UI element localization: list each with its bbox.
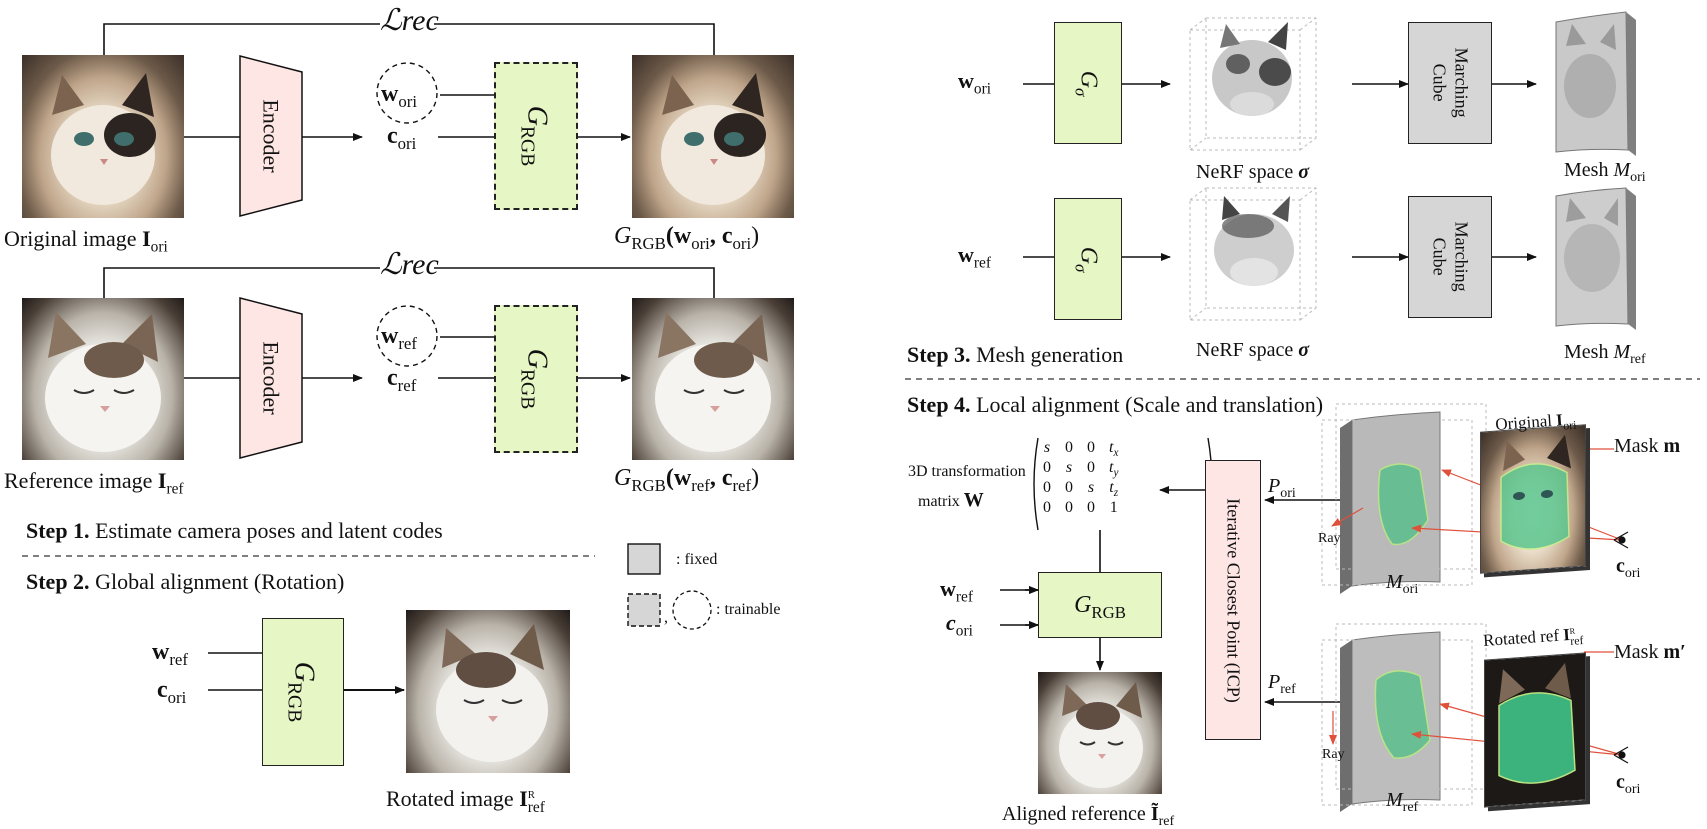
loss-bracket-top bbox=[103, 23, 715, 55]
nerf-cloud-bottom bbox=[1214, 196, 1294, 286]
step2-c-ori: cori bbox=[157, 677, 187, 707]
reference-cat-image bbox=[22, 298, 184, 460]
loss-label-bottom: ℒrec bbox=[380, 248, 439, 281]
original-masked-image bbox=[1480, 424, 1586, 574]
matrix-cell: 0 bbox=[1065, 439, 1073, 456]
m-ref-label: Mref bbox=[1386, 789, 1419, 815]
matrix-cell: 0 bbox=[1065, 479, 1073, 496]
g-rgb-trainable-top: GRGB bbox=[494, 62, 578, 210]
mask-label-bottom: Mask m′ bbox=[1614, 641, 1686, 663]
legend-comma: , bbox=[664, 609, 668, 626]
matrix-cell: 0 bbox=[1087, 499, 1095, 516]
matrix-cell: ty bbox=[1109, 459, 1119, 480]
trainable-circle-w-ref bbox=[376, 305, 438, 367]
encoder-shape-top bbox=[239, 55, 303, 217]
rotated-ref-masked-image bbox=[1484, 652, 1586, 808]
c-ori-eye-label-top: cori bbox=[1616, 555, 1641, 581]
step4-w-ref: wref bbox=[940, 576, 973, 606]
marching-cube-bottom: Marching Cube bbox=[1408, 196, 1492, 318]
aligned-reference-caption: Aligned reference Ĩref bbox=[1002, 803, 1175, 829]
matrix-label-line1: 3D transformation bbox=[908, 463, 1026, 480]
matrix-cell: tx bbox=[1109, 439, 1119, 460]
matrix-cell: 1 bbox=[1109, 499, 1118, 516]
mask-label-top: Mask m bbox=[1614, 435, 1681, 457]
aligned-reference-image bbox=[1038, 672, 1162, 794]
g-rgb-trainable-bottom: GRGB bbox=[494, 305, 578, 453]
mesh-label-bottom: Mesh Mref bbox=[1564, 341, 1646, 367]
nerf-cube-top bbox=[1189, 17, 1317, 151]
matrix-cell: 0 bbox=[1043, 499, 1051, 516]
c-ori-eye-label-bottom: cori bbox=[1616, 771, 1641, 797]
p-ori-label: Pori bbox=[1268, 475, 1296, 501]
legend-trainable-circle bbox=[672, 590, 712, 630]
loss-bracket-bottom bbox=[103, 267, 715, 298]
mesh-ori-step4 bbox=[1340, 411, 1441, 594]
matrix-cell: 0 bbox=[1043, 479, 1051, 496]
w-ori-label: wori bbox=[381, 81, 417, 111]
matrix-cell: 0 bbox=[1043, 459, 1051, 476]
caption-reference-image: Reference image Iref bbox=[4, 468, 184, 498]
icp-box: Iterative Closest Point (ICP) bbox=[1205, 460, 1261, 740]
caption-original-image: Original image Iori bbox=[4, 226, 168, 256]
step4-c-ori: cori bbox=[946, 610, 973, 640]
mesh-label-top: Mesh Mori bbox=[1564, 159, 1646, 185]
matrix-cell: s bbox=[1065, 459, 1073, 476]
matrix-cell: s bbox=[1043, 439, 1051, 456]
nerf-label-bottom: NeRF space σ bbox=[1196, 339, 1309, 361]
legend-trainable-label: : trainable bbox=[716, 601, 781, 618]
trainable-circle-w-ori bbox=[376, 62, 438, 124]
encoder-bottom: Encoder bbox=[259, 341, 285, 415]
m-ori-label: Mori bbox=[1386, 571, 1419, 597]
mesh-bottom bbox=[1555, 187, 1636, 330]
original-card-label: Original Iori bbox=[1494, 410, 1577, 434]
output-label-ref: GRGB(wref, cref) bbox=[614, 465, 760, 495]
output-label-ori: GRGB(wori, cori) bbox=[614, 223, 760, 253]
mesh-ref-step4 bbox=[1340, 631, 1441, 812]
ray-label-bottom: Ray bbox=[1322, 747, 1345, 762]
encoder-shape-bottom bbox=[239, 297, 303, 459]
step2-w-ref: wref bbox=[152, 639, 188, 669]
step3-w-ref: wref bbox=[958, 242, 991, 272]
step4-g-rgb: GRGB bbox=[1038, 572, 1162, 638]
encoder-top: Encoder bbox=[259, 99, 285, 173]
matrix-cell: s bbox=[1087, 479, 1095, 496]
g-sigma-bottom: Gσ bbox=[1054, 198, 1122, 320]
mesh-top bbox=[1555, 11, 1636, 156]
g-sigma-top: Gσ bbox=[1054, 22, 1122, 144]
matrix-cell: tz bbox=[1109, 479, 1119, 500]
p-ref-label: Pref bbox=[1268, 671, 1296, 697]
matrix-cell: 0 bbox=[1065, 499, 1073, 516]
eye-icon-top bbox=[1613, 531, 1629, 549]
step1-title: Step 1. Estimate camera poses and latent… bbox=[26, 518, 443, 543]
matrix-cell: 0 bbox=[1087, 459, 1095, 476]
loss-label-top: ℒrec bbox=[380, 4, 439, 37]
c-ref-label: cref bbox=[387, 365, 417, 395]
matrix-label-line2: matrix W bbox=[918, 489, 984, 511]
ray-label-top: Ray bbox=[1318, 531, 1341, 546]
rotated-image bbox=[406, 610, 570, 773]
original-cat-image bbox=[22, 55, 184, 218]
step2-g-rgb: GRGB bbox=[262, 618, 344, 766]
step2-title: Step 2. Global alignment (Rotation) bbox=[26, 569, 345, 594]
marching-cube-top: Marching Cube bbox=[1408, 22, 1492, 144]
w-ref-label: wref bbox=[381, 323, 417, 353]
matrix-cell: 0 bbox=[1087, 439, 1095, 456]
legend-trainable-swatch bbox=[627, 593, 661, 627]
c-ori-label: cori bbox=[387, 123, 417, 153]
step4-title: Step 4. Local alignment (Scale and trans… bbox=[907, 392, 1324, 417]
eye-icon-bottom bbox=[1613, 746, 1629, 764]
nerf-label-top: NeRF space σ bbox=[1196, 161, 1309, 183]
legend-fixed-swatch bbox=[627, 543, 661, 575]
nerf-cloud-top bbox=[1212, 22, 1292, 116]
step3-title: Step 3. Mesh generation bbox=[907, 342, 1124, 367]
nerf-cube-bottom bbox=[1189, 187, 1317, 321]
reconstructed-original-image bbox=[632, 55, 794, 218]
step3-w-ori: wori bbox=[958, 68, 991, 98]
reconstructed-reference-image bbox=[632, 298, 794, 460]
legend-fixed-label: : fixed bbox=[676, 551, 718, 568]
